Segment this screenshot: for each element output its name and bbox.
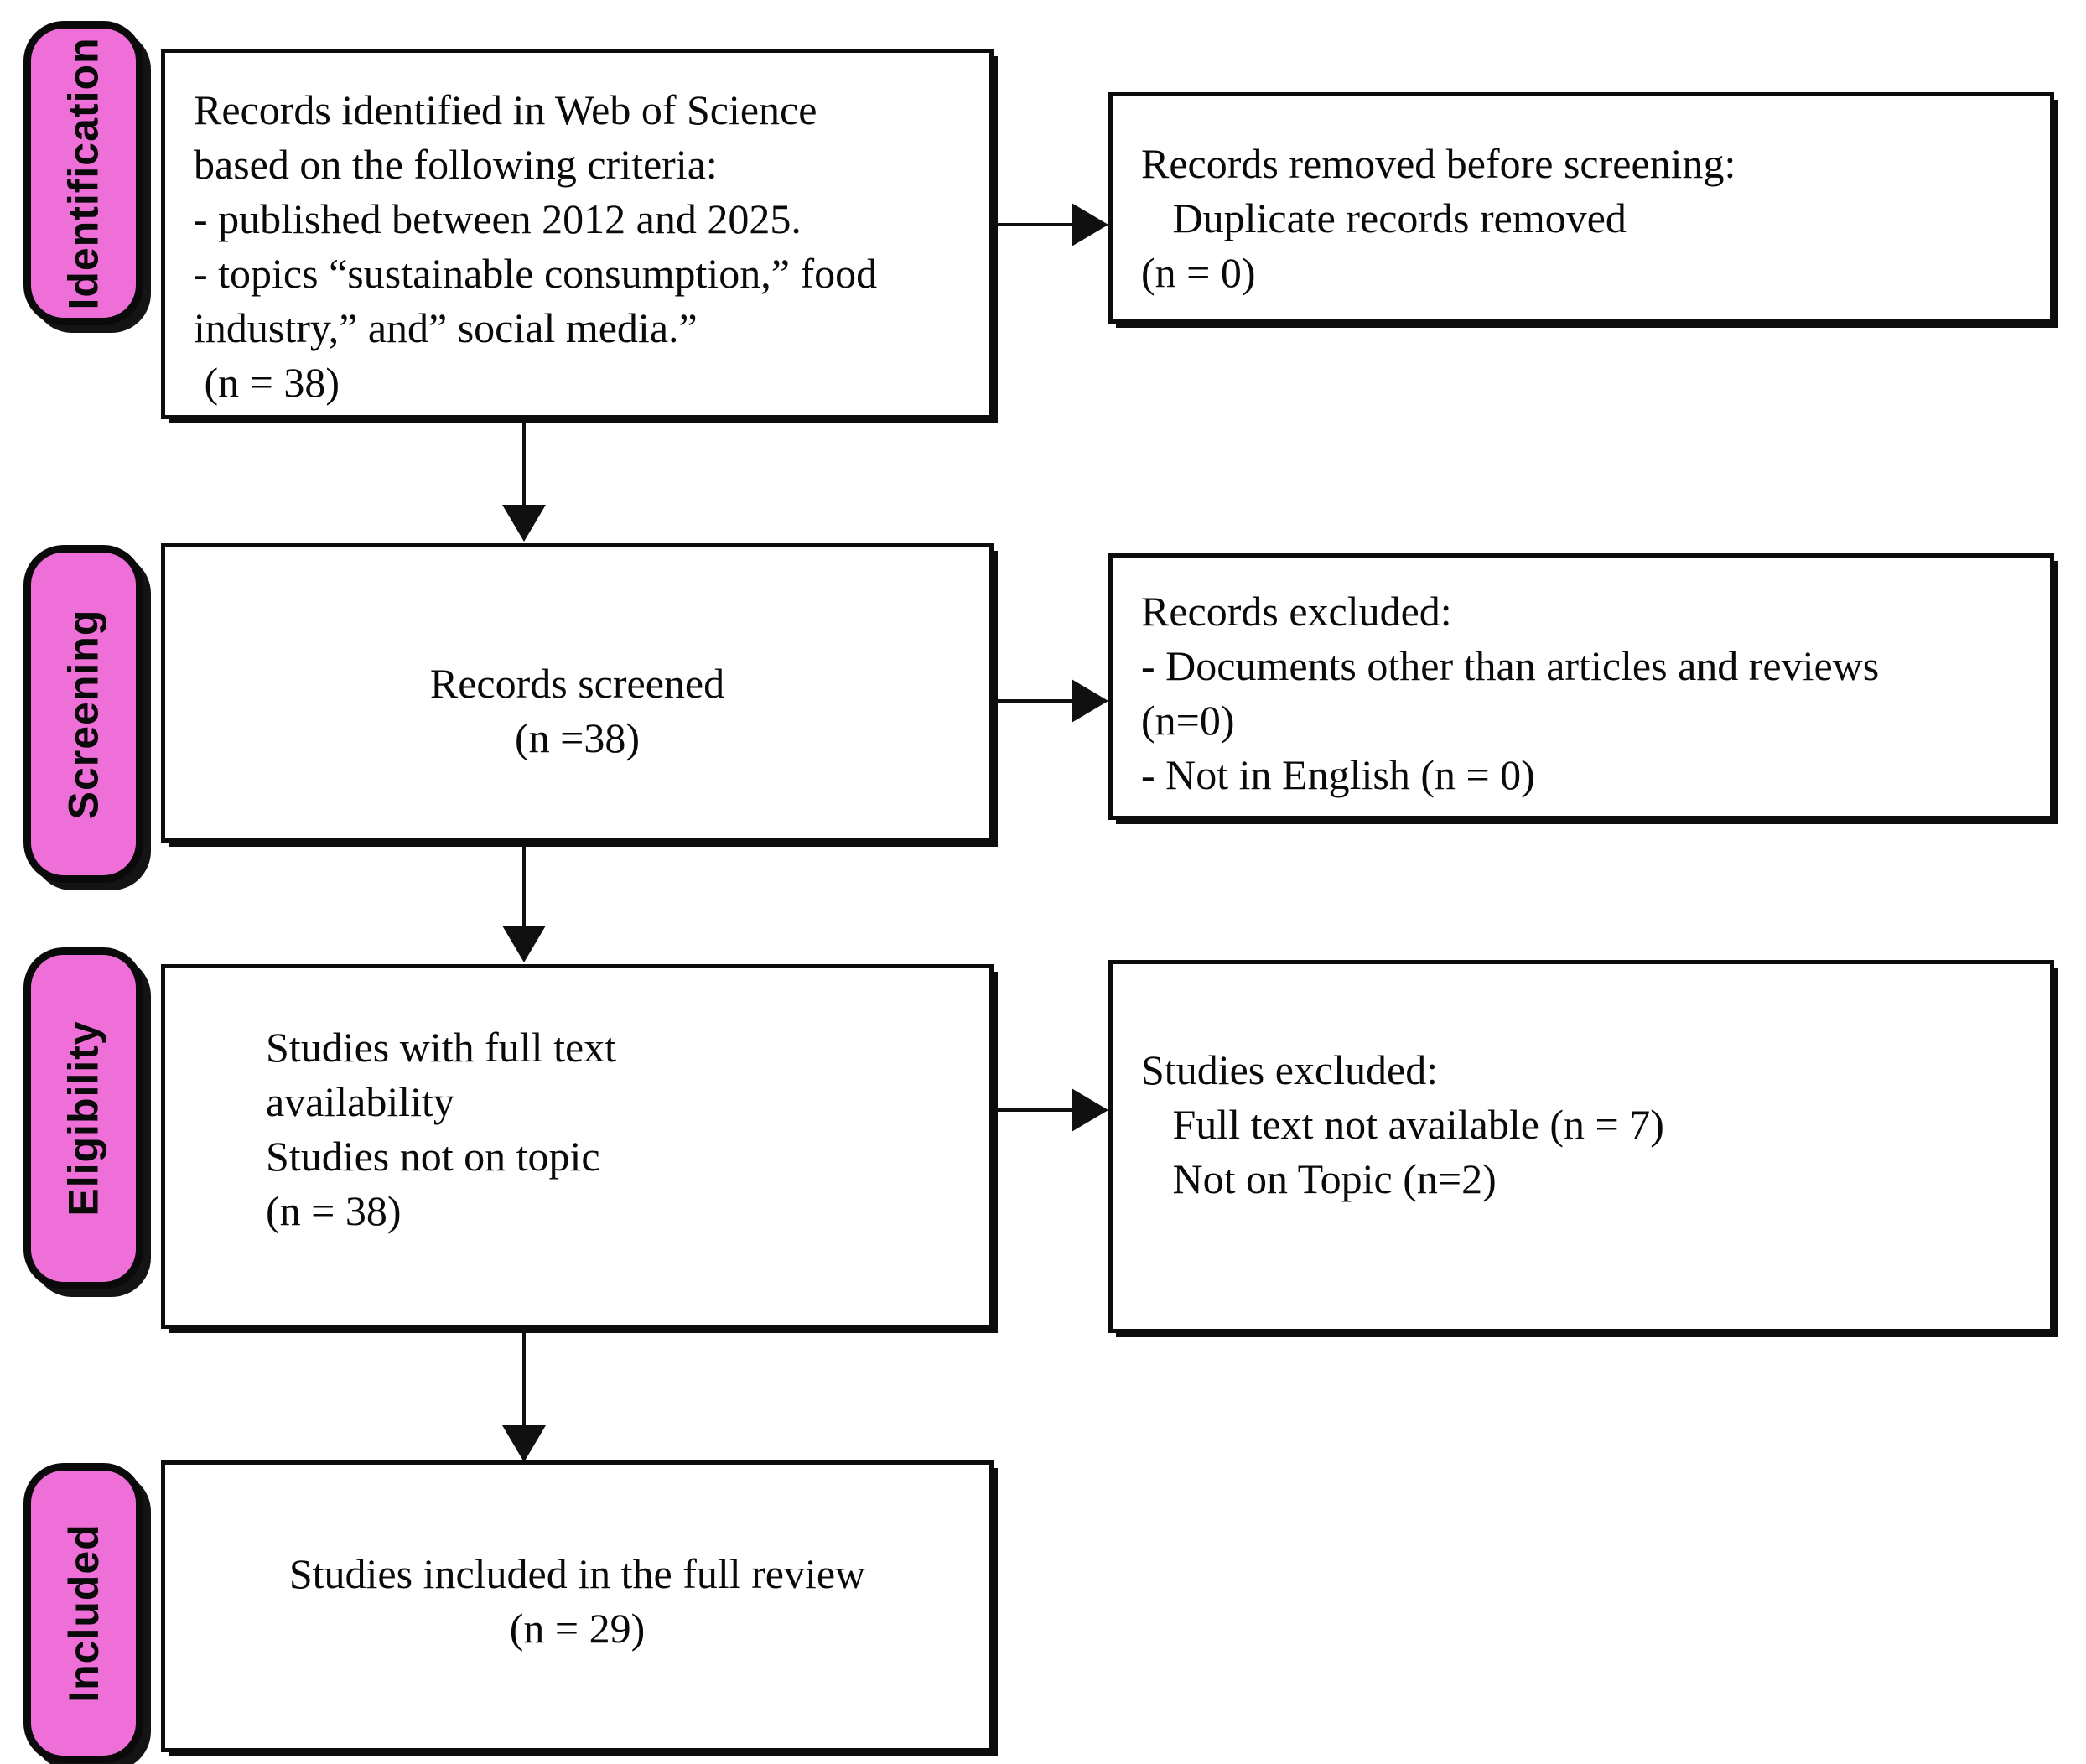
studies-full-text-count: (n = 38) [266,1187,402,1234]
records-identified-line-4: - topics “sustainable consumption,” food [194,250,878,297]
stage-label-included: Included [60,1523,107,1703]
records-identified-line-5: industry,” and” social media.” [194,304,698,351]
arrow-identified-to-removed [1072,203,1108,246]
studies-full-text-line-2: availability [266,1078,454,1125]
arrow-identified-to-screened [502,505,546,542]
connector-screened-to-fulltext [522,843,526,935]
records-identified-line-2: based on the following criteria: [194,141,718,188]
records-identified-line-3: - published between 2012 and 2025. [194,195,802,242]
stage-pill-eligibility: Eligibility [23,947,143,1289]
records-excluded-count-1: (n=0) [1141,697,1235,744]
stage-pill-screening: Screening [23,545,143,883]
arrow-screened-to-excluded [1072,679,1108,723]
studies-excluded-line-1: Studies excluded: [1141,1046,1439,1093]
connector-fulltext-to-included [522,1329,526,1440]
studies-included-count: (n = 29) [509,1605,646,1652]
connector-identified-to-removed [994,223,1077,226]
records-removed-count: (n = 0) [1141,249,1256,296]
stage-label-eligibility: Eligibility [60,1020,107,1217]
studies-full-text-line-3: Studies not on topic [266,1133,600,1180]
connector-fulltext-to-studies-excluded [994,1108,1077,1112]
studies-full-text-line-1: Studies with full text [266,1024,617,1071]
records-removed-line-2: Duplicate records removed [1141,195,1627,241]
records-screened-line-1: Records screened [429,660,725,707]
connector-identified-to-screened [522,419,526,511]
arrow-screened-to-fulltext [502,926,546,962]
records-excluded-line-1: Records excluded: [1141,588,1452,635]
stage-pill-identification: Identification [23,21,143,325]
box-records-screened: Records screened (n =38) [161,543,994,843]
records-excluded-line-3: - Not in English (n = 0) [1141,751,1535,798]
connector-screened-to-excluded [994,699,1077,703]
box-records-identified: Records identified in Web of Science bas… [161,49,994,419]
stage-label-screening: Screening [60,609,107,819]
box-records-excluded: Records excluded: - Documents other than… [1108,553,2054,820]
box-records-removed: Records removed before screening: Duplic… [1108,92,2054,324]
box-studies-included: Studies included in the full review (n =… [161,1460,994,1752]
records-identified-count: (n = 38) [194,359,340,406]
stage-label-identification: Identification [60,36,107,310]
records-excluded-line-2: - Documents other than articles and revi… [1141,642,1880,689]
box-studies-excluded: Studies excluded: Full text not availabl… [1108,960,2054,1333]
studies-included-line-1: Studies included in the full review [288,1550,866,1597]
studies-excluded-line-2: Full text not available (n = 7) [1141,1101,1664,1148]
arrow-fulltext-to-studies-excluded [1072,1088,1108,1132]
records-identified-line-1: Records identified in Web of Science [194,86,817,133]
stage-pill-included: Included [23,1463,143,1763]
box-studies-full-text: Studies with full text availability Stud… [161,964,994,1329]
records-screened-count: (n =38) [515,714,640,761]
studies-excluded-line-3: Not on Topic (n=2) [1141,1155,1497,1202]
records-removed-line-1: Records removed before screening: [1141,140,1736,187]
arrow-fulltext-to-included [502,1425,546,1462]
